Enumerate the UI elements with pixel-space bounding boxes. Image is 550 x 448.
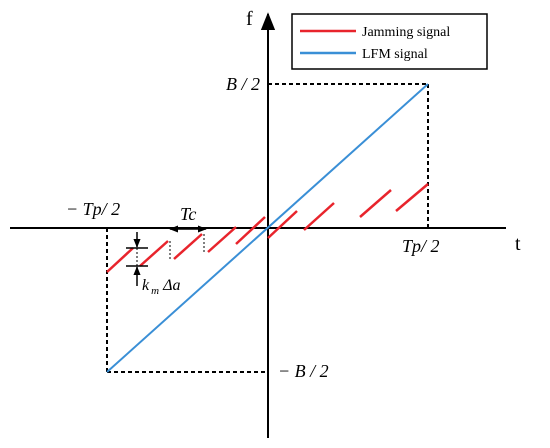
lfm-line	[106, 83, 429, 373]
y-pos-tick: B / 2	[226, 74, 260, 94]
dashed-bounds	[106, 83, 429, 373]
jamming-segment	[106, 247, 134, 273]
jamming-segment	[359, 189, 392, 218]
legend-jamming-label: Jamming signal	[362, 25, 450, 40]
jamming-segment	[173, 233, 203, 260]
jamming-segment	[395, 183, 429, 212]
jamming-segment	[139, 240, 169, 267]
y-neg-tick: − B / 2	[278, 361, 329, 381]
legend-box	[291, 13, 488, 70]
f-axis-label: f	[246, 8, 253, 30]
jamming-segment	[303, 202, 335, 231]
jamming-segment	[235, 216, 266, 245]
legend: Jamming signal LFM signal	[291, 13, 488, 70]
legend-lfm-label: LFM signal	[362, 47, 428, 62]
x-pos-tick: Tp/ 2	[402, 236, 440, 256]
x-neg-tick: − Tp/ 2	[66, 199, 120, 219]
t-axis-label: t	[515, 233, 521, 255]
tc-label: Tc	[180, 204, 196, 224]
jamming-segments	[106, 183, 429, 273]
segment-dividers	[136, 234, 205, 266]
jamming-segment	[207, 226, 237, 253]
jamming-segment	[267, 210, 298, 239]
